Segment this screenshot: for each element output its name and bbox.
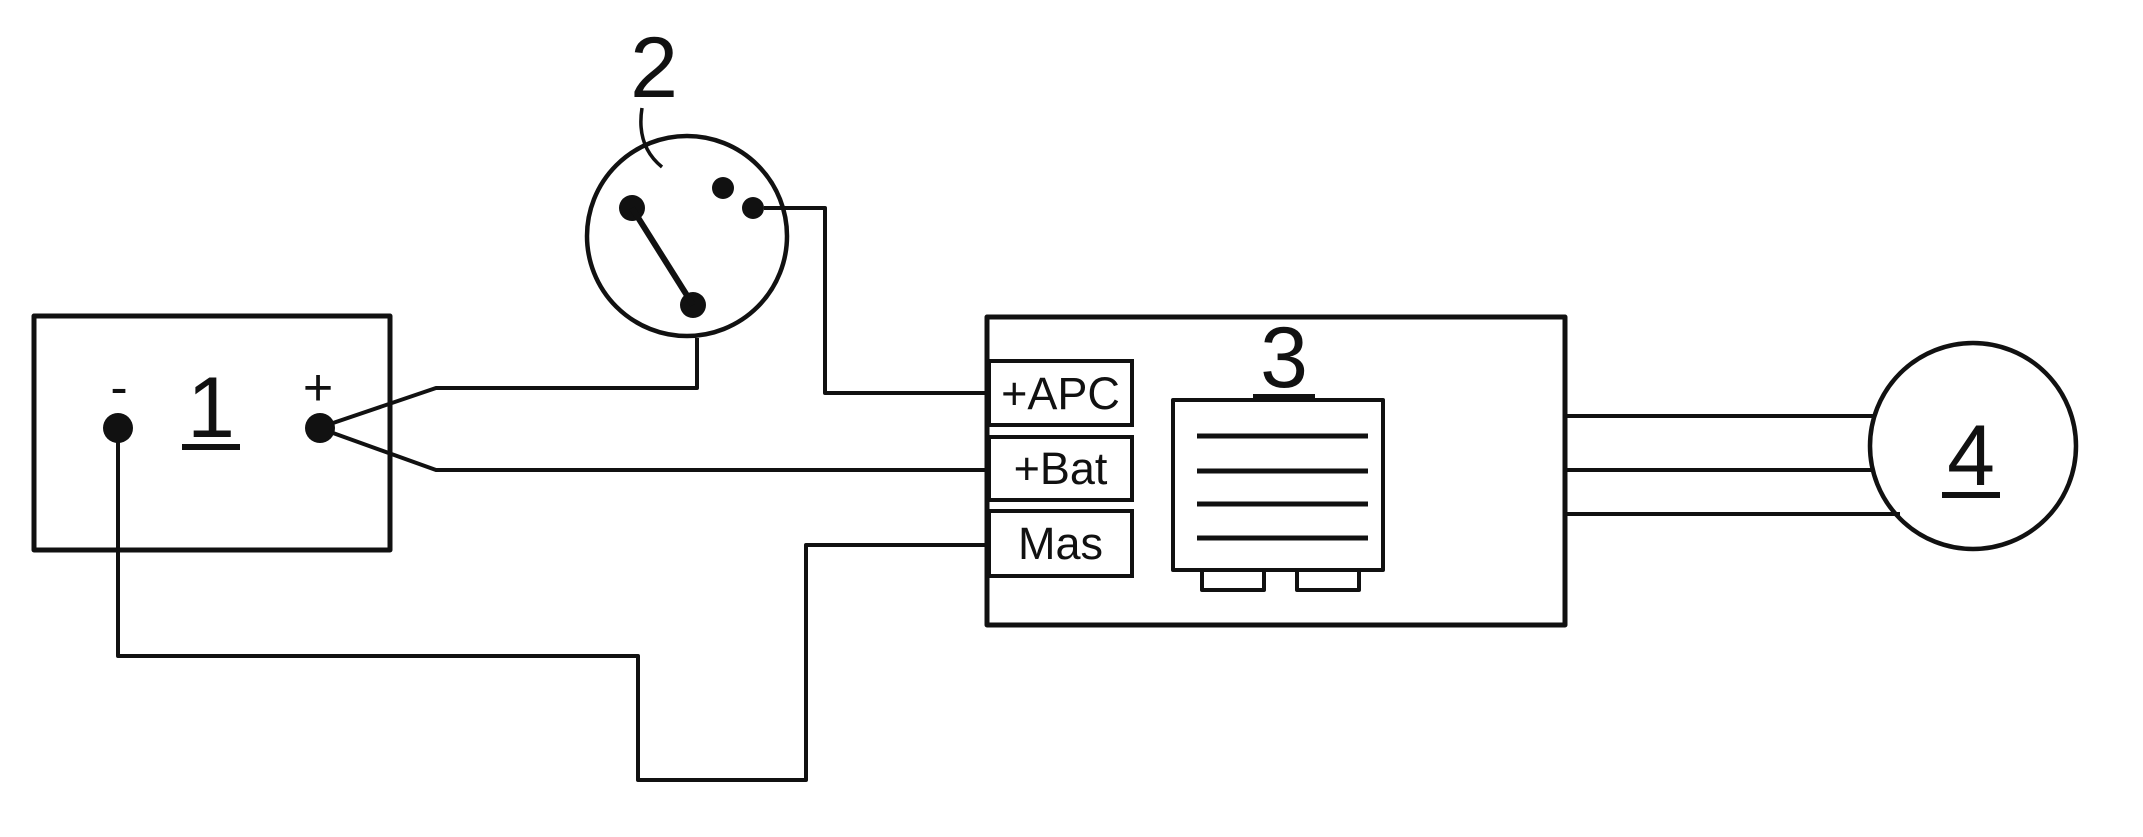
terminal-box-apc: +APC [987,359,1134,427]
switch-circle [584,133,790,339]
control-unit-ref-number: 3 [1260,310,1308,406]
battery-positive-sign: + [302,359,334,417]
control-unit-ref-label: 3 [1253,310,1315,406]
load-ref-underline [1942,492,2000,498]
wire-battery-positive-to-switch [332,338,699,425]
switch-label-leader-line [639,107,664,169]
terminal-box-mas: Mas [987,509,1134,578]
switch-contact-right-dot [742,197,764,219]
battery-ref-label: 1 [182,360,240,456]
control-unit-ref-underline [1253,394,1315,400]
terminal-label-bat: +Bat [1013,443,1108,494]
connector-foot [1295,568,1361,592]
terminal-label-apc: +APC [1001,367,1120,419]
battery-negative-terminal-dot [103,413,133,443]
battery-negative-sign: - [110,359,128,417]
connector-foot [1200,568,1266,592]
wire-battery-negative-to-mas-terminal [116,441,987,782]
battery-box [31,313,393,553]
battery-positive-terminal-dot [305,413,335,443]
load-ref-number: 4 [1947,408,1995,504]
battery-ref-underline [182,444,240,450]
switch-contact-top-dot [712,177,734,199]
switch-lever [629,206,696,307]
load-ref-label: 4 [1942,408,2000,504]
wire-switch-to-apc-terminal [764,206,987,395]
terminal-box-bat: +Bat [987,435,1134,502]
battery-ref-number: 1 [187,360,235,456]
switch-ref-label: 2 [625,20,683,116]
wire-battery-positive-to-bat-terminal [332,431,987,472]
switch-ref-number: 2 [630,20,678,116]
terminal-label-mas: Mas [1017,518,1103,569]
connector-block-box [1171,398,1385,572]
load-circle [1867,340,2079,552]
